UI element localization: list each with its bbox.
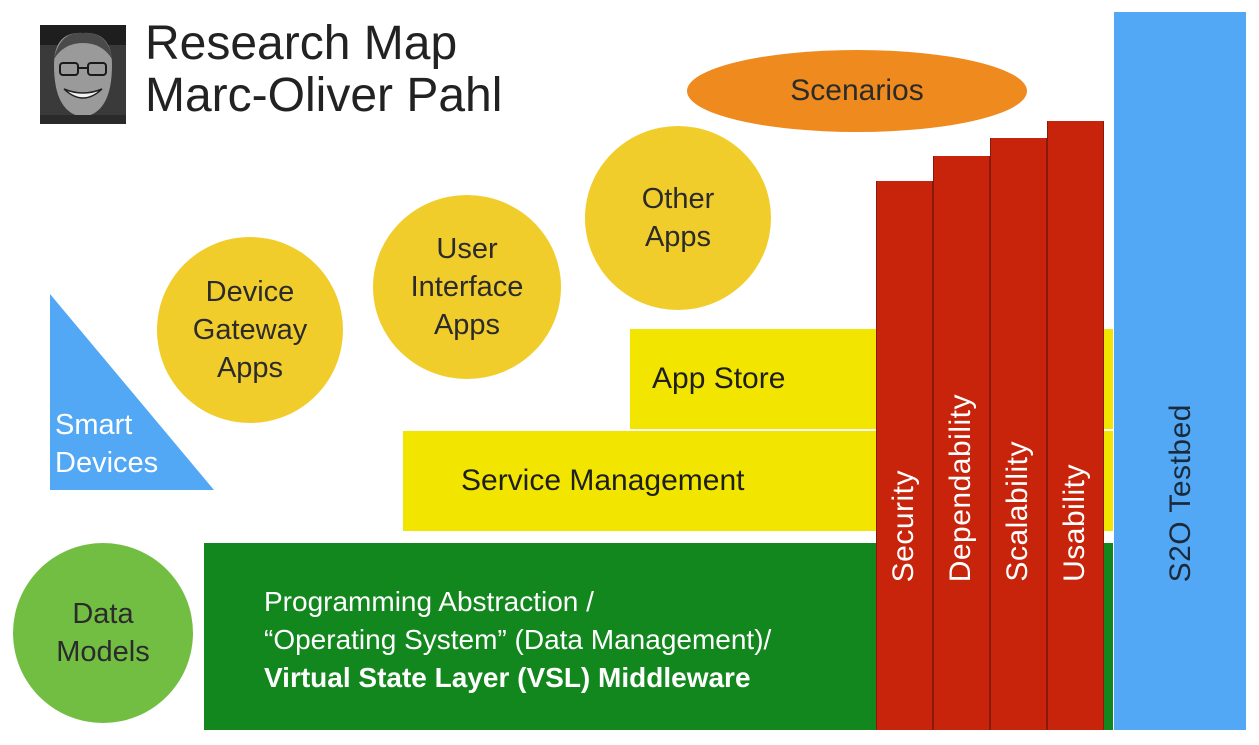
- device-gateway-line-3: Apps: [216, 352, 284, 384]
- middleware-line-3: Virtual State Layer (VSL) Middleware: [264, 662, 751, 693]
- pillar-security: Security: [876, 181, 933, 730]
- middleware-line-2: “Operating System” (Data Management)/: [264, 624, 772, 655]
- s2o-testbed-bar: S2O Testbed: [1114, 12, 1246, 730]
- middleware-line-1: Programming Abstraction /: [264, 586, 594, 617]
- app-store-label: App Store: [652, 362, 786, 395]
- data-models-line-1: Data: [72, 598, 134, 630]
- pillar-scalability: Scalability: [990, 138, 1047, 730]
- device-gateway-apps-circle: Device Gateway Apps: [157, 237, 343, 423]
- pillar-security-label: Security: [887, 469, 920, 582]
- pillar-usability-label: Usability: [1058, 464, 1091, 582]
- data-models-line-2: Models: [56, 636, 150, 668]
- data-models-circle: Data Models: [13, 543, 193, 723]
- user-interface-line-2: Interface: [410, 271, 524, 303]
- page-title: Research Map Marc-Oliver Pahl: [145, 18, 502, 122]
- pillar-dependability-label: Dependability: [944, 393, 977, 582]
- device-gateway-line-1: Device: [205, 276, 295, 308]
- smart-devices-line-2: Devices: [55, 447, 159, 479]
- smart-devices-label: Smart Devices: [55, 406, 158, 482]
- pillar-usability: Usability: [1047, 121, 1104, 730]
- user-interface-line-1: User: [436, 233, 498, 265]
- middleware-text: Programming Abstraction / “Operating Sys…: [264, 583, 771, 697]
- other-apps-line-1: Other: [641, 183, 715, 215]
- scenarios-ellipse: Scenarios: [687, 50, 1027, 132]
- user-interface-line-3: Apps: [433, 309, 501, 341]
- title-line-author: Marc-Oliver Pahl: [145, 69, 503, 122]
- smart-devices-line-1: Smart: [55, 409, 133, 441]
- other-apps-line-2: Apps: [644, 221, 712, 253]
- service-management-label: Service Management: [461, 464, 745, 497]
- pillar-scalability-label: Scalability: [1001, 441, 1034, 582]
- user-interface-apps-circle: User Interface Apps: [373, 195, 561, 379]
- scenarios-label: Scenarios: [790, 74, 924, 107]
- pillar-dependability: Dependability: [933, 156, 990, 730]
- smart-devices-triangle: [50, 294, 214, 490]
- title-line-research-map: Research Map: [145, 17, 458, 70]
- author-photo: [40, 25, 126, 124]
- s2o-testbed-label: S2O Testbed: [1164, 403, 1197, 582]
- device-gateway-line-2: Gateway: [192, 314, 308, 346]
- other-apps-circle: Other Apps: [585, 126, 771, 310]
